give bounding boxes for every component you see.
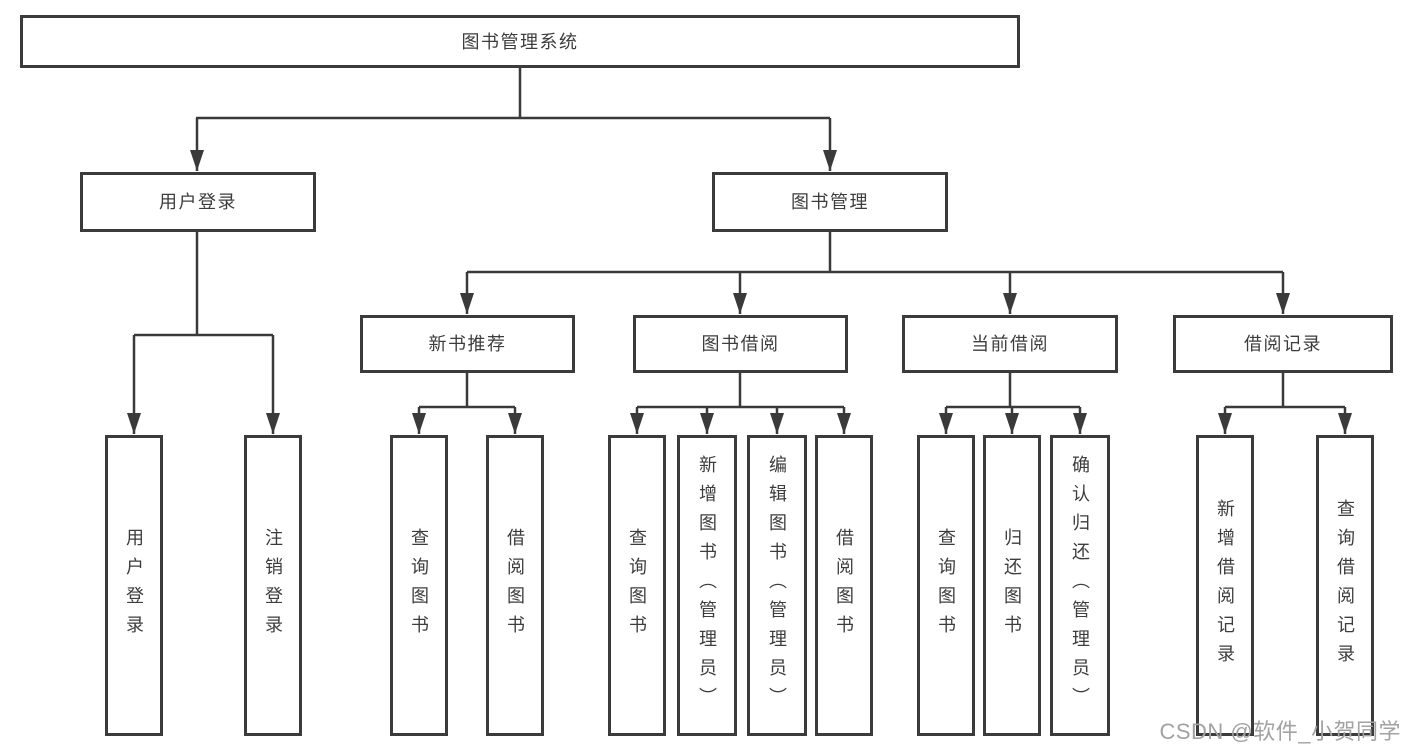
leaf-user-login: 用户登录 [105,435,163,736]
leaf-query-books-borrow: 查询图书 [608,435,666,736]
csdn-watermark: CSDN @软件_小贺同学 [1159,719,1401,744]
leaf-add-book-admin: 新增图书（管理员） [677,435,737,736]
leaf-borrow-books: 借阅图书 [815,435,873,736]
node-user-login: 用户登录 [80,172,316,232]
leaf-add-borrow-record: 新增借阅记录 [1196,435,1254,736]
node-book-borrow: 图书借阅 [633,315,848,373]
leaf-query-borrow-record: 查询借阅记录 [1316,435,1374,736]
leaf-query-books-recommend: 查询图书 [390,435,448,736]
leaf-logout: 注销登录 [244,435,302,736]
node-borrow-records: 借阅记录 [1173,315,1393,373]
node-book-management: 图书管理 [712,172,948,232]
leaf-return-book: 归还图书 [983,435,1041,736]
leaf-borrow-books-recommend: 借阅图书 [486,435,544,736]
node-root: 图书管理系统 [20,15,1020,68]
leaf-confirm-return-admin: 确认归还（管理员） [1050,435,1110,736]
leaf-query-books-current: 查询图书 [917,435,975,736]
node-new-book-recommend: 新书推荐 [360,315,575,373]
node-current-borrow: 当前借阅 [902,315,1118,373]
leaf-edit-book-admin: 编辑图书（管理员） [747,435,807,736]
